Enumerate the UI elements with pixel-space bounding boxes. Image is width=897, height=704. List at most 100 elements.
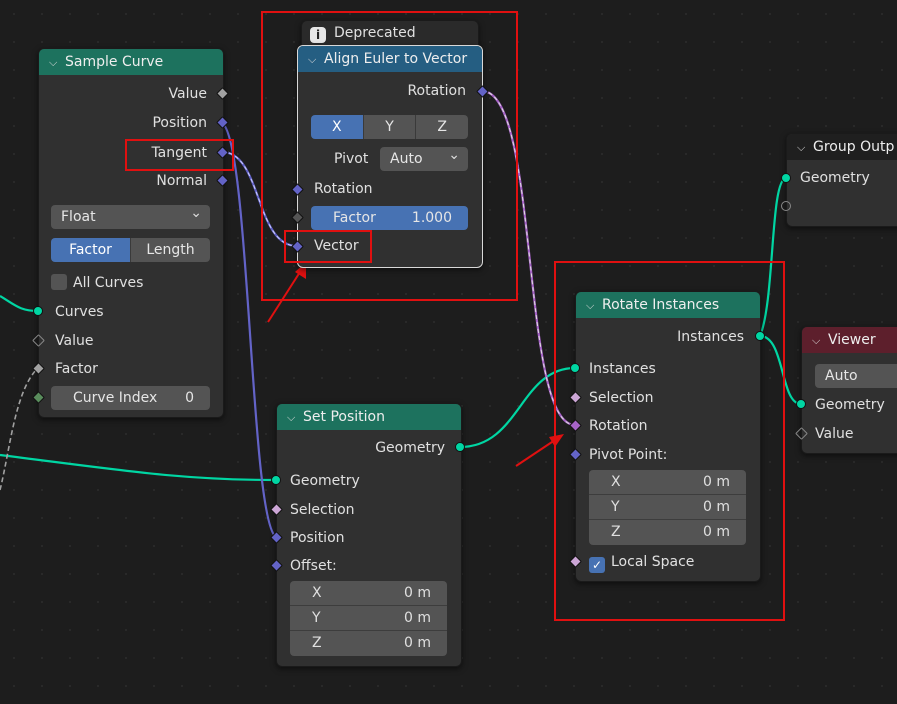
align-euler-header[interactable]: ⌵Align Euler to Vector [298, 46, 482, 72]
curve-index-value: 0 [185, 390, 194, 406]
socket-geometry-in[interactable] [271, 475, 281, 485]
node-title: Sample Curve [65, 54, 164, 70]
deprecated-label: i Deprecated [302, 21, 478, 43]
collapse-chevron-icon[interactable]: ⌵ [287, 411, 296, 424]
axis-label: Y [312, 610, 321, 626]
collapse-chevron-icon[interactable]: ⌵ [308, 53, 317, 66]
socket-instances-in[interactable] [570, 363, 580, 373]
factor-field[interactable]: Factor 1.000 [311, 206, 468, 230]
local-space-label: Local Space [611, 554, 695, 570]
axis-value: 0 m [703, 499, 730, 515]
axis-value: 0 m [404, 585, 431, 601]
mode-factor-button[interactable]: Factor [51, 238, 131, 262]
set-position-node[interactable]: ⌵Set Position Geometry Geometry Selectio… [276, 403, 462, 667]
pivot-y-field[interactable]: Y 0 m [589, 495, 746, 520]
output-position: Position [152, 115, 207, 131]
axis-label: Z [611, 524, 621, 540]
axis-label: Y [611, 499, 620, 515]
node-title: Set Position [303, 409, 385, 425]
socket-curves-in[interactable] [33, 306, 43, 316]
local-space-checkbox[interactable]: ✓ Local Space [589, 551, 694, 573]
pivot-dropdown[interactable]: Auto [380, 143, 468, 171]
axis-label: X [611, 474, 621, 490]
input-geometry: Geometry [815, 397, 885, 413]
sample-curve-header[interactable]: ⌵ Sample Curve [39, 49, 223, 75]
link-setpos-to-rotate [459, 366, 576, 449]
factor-label: Factor [333, 210, 376, 226]
input-position: Position [290, 530, 345, 546]
group-output-header[interactable]: ⌵ Group Outp [787, 134, 897, 160]
node-title: Group Outp [813, 139, 895, 155]
input-offset: Offset: [290, 558, 337, 574]
node-title: Rotate Instances [602, 297, 720, 313]
mode-length-button[interactable]: Length [131, 238, 210, 262]
link-geometry-to-setpos [0, 453, 277, 482]
axis-label: X [312, 585, 322, 601]
link-rotation-to-rotate [481, 89, 576, 427]
socket-empty-in[interactable] [781, 201, 791, 211]
output-rotation: Rotation [407, 83, 466, 99]
domain-value: Auto [825, 368, 858, 384]
viewer-domain-dropdown[interactable]: Auto [815, 364, 897, 388]
input-selection: Selection [589, 390, 654, 406]
output-tangent: Tangent [151, 145, 207, 161]
axis-label: Z [312, 635, 322, 651]
axis-value: 0 m [404, 635, 431, 651]
rotate-instances-node[interactable]: ⌵Rotate Instances Instances Instances Se… [575, 291, 761, 582]
input-value: Value [815, 426, 854, 442]
socket-instances-out[interactable] [755, 331, 765, 341]
collapse-chevron-icon[interactable]: ⌵ [812, 334, 821, 347]
all-curves-label: All Curves [73, 275, 144, 291]
link-rotate-to-viewer [759, 334, 802, 406]
offset-z-field[interactable]: Z 0 m [290, 631, 447, 656]
offset-x-field[interactable]: X 0 m [290, 581, 447, 606]
checkbox-icon[interactable] [51, 274, 67, 290]
annotation-box-rotate-instances [554, 261, 785, 621]
annotation-box-align-euler [261, 11, 518, 301]
pivot-value: Auto [390, 151, 423, 167]
sample-curve-node[interactable]: ⌵Sample Curve Value Position Tangent Nor… [38, 48, 224, 418]
factor-value: 1.000 [411, 210, 452, 226]
annotation-arrow-vector [267, 271, 301, 323]
viewer-header[interactable]: ⌵Viewer [802, 327, 897, 353]
collapse-chevron-icon[interactable]: ⌵ [49, 56, 58, 69]
input-rotation: Rotation [589, 418, 648, 434]
group-output-node[interactable]: ⌵ Group Outp Geometry [786, 133, 897, 227]
input-rotation: Rotation [314, 181, 373, 197]
annotation-box-vector [284, 230, 372, 263]
set-position-header[interactable]: ⌵ Set Position [277, 404, 461, 430]
input-factor: Factor [55, 361, 98, 377]
data-type-value: Float [61, 209, 96, 225]
pivot-x-field[interactable]: X 0 m [589, 470, 746, 495]
deprecated-text: Deprecated [334, 25, 416, 41]
data-type-dropdown[interactable]: Float [51, 201, 210, 229]
checkmark-icon[interactable]: ✓ [589, 557, 605, 573]
collapse-chevron-icon[interactable]: ⌵ [586, 299, 595, 312]
output-value: Value [168, 86, 207, 102]
align-euler-node[interactable]: ⌵Align Euler to Vector Rotation X Y Z Pi… [297, 45, 483, 268]
mode-toggle[interactable]: Factor Length [51, 238, 210, 262]
annotation-box-tangent [125, 139, 234, 171]
all-curves-checkbox[interactable]: All Curves [51, 272, 143, 294]
pivot-label: Pivot [334, 151, 369, 167]
output-geometry: Geometry [375, 440, 445, 456]
axis-value: 0 m [703, 474, 730, 490]
collapse-chevron-icon[interactable]: ⌵ [797, 141, 806, 154]
viewer-node[interactable]: ⌵Viewer Auto Geometry Value [801, 326, 897, 454]
axis-toggle[interactable]: X Y Z [311, 115, 468, 139]
rotate-instances-header[interactable]: ⌵ Rotate Instances [576, 292, 760, 318]
socket-geometry-out[interactable] [455, 442, 465, 452]
axis-z-button[interactable]: Z [416, 115, 468, 139]
info-icon: i [310, 27, 326, 43]
socket-geometry-in[interactable] [796, 399, 806, 409]
input-geometry: Geometry [800, 170, 870, 186]
axis-x-button[interactable]: X [311, 115, 364, 139]
socket-geometry-in[interactable] [781, 173, 791, 183]
axis-y-button[interactable]: Y [363, 115, 417, 139]
